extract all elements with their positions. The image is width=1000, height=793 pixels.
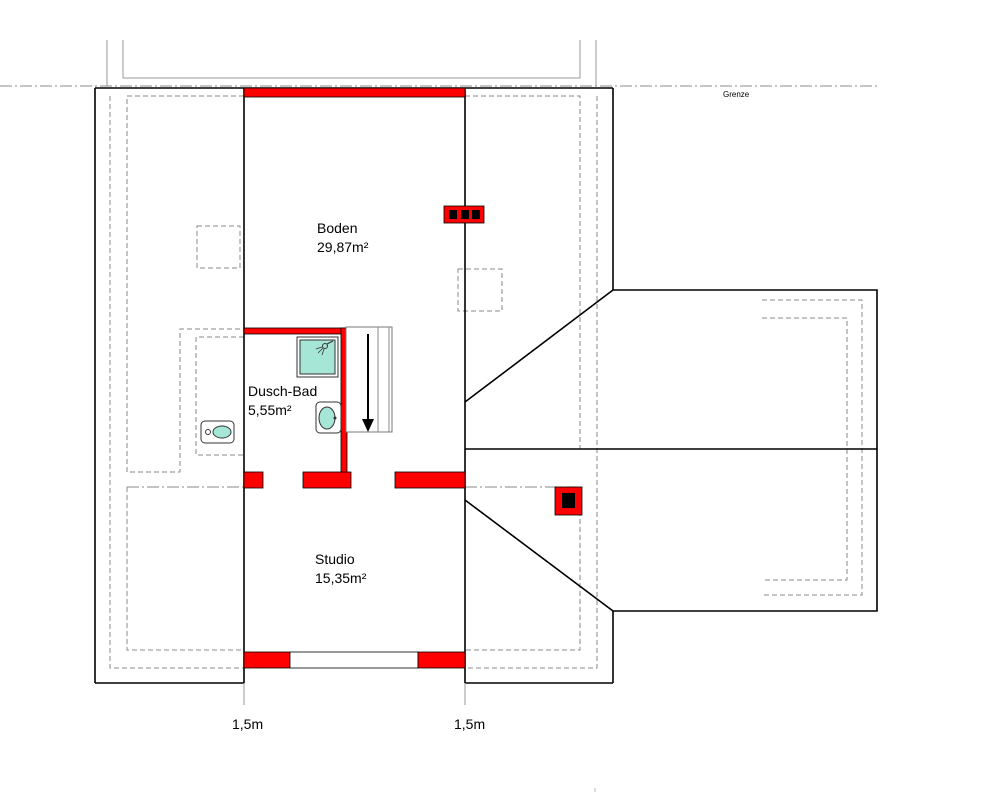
roof-valley-lower [464, 499, 614, 612]
bath-inner-dashed [195, 336, 244, 456]
toilet-flush [205, 429, 211, 435]
dimension-label-left: 1,5m [232, 716, 263, 732]
roof-hidden-lines [109, 95, 863, 669]
room-name-dusch-bad: Dusch-Bad [248, 383, 317, 399]
shower-spray-1 [317, 347, 324, 354]
gable-wall-bottom-right [417, 651, 466, 669]
roof-valley-upper [464, 289, 614, 403]
arrow-down-icon [362, 334, 374, 432]
right-outer-dashed [465, 96, 598, 669]
room-name-boden: Boden [317, 220, 357, 236]
skylight-left [196, 225, 241, 269]
gable-wall-bottom-left [243, 651, 291, 669]
staircase [345, 326, 393, 433]
gable-window [289, 651, 419, 669]
shower-head [322, 343, 328, 349]
shower-spray-2 [321, 348, 325, 356]
shower-tray-inner [299, 339, 336, 375]
wing-outer-dashed [762, 299, 863, 596]
room-area-studio: 15,35m² [315, 570, 367, 586]
sink-icon [315, 401, 342, 434]
chimney-icon [443, 205, 485, 224]
sink-tap [333, 416, 337, 420]
skylight-right [457, 268, 503, 312]
partition-wall-segment-1 [243, 471, 264, 489]
chimney-flue-2 [461, 210, 469, 219]
neighbor-building-outline [106, 40, 597, 86]
right-inner-lower-dashed [465, 487, 581, 651]
left-outer-dashed [109, 96, 244, 669]
arrow-head [362, 419, 374, 432]
left-inner-upper-dashed [126, 95, 244, 473]
chimney-icon [554, 486, 583, 516]
shower-icon [296, 336, 339, 378]
room-name-studio: Studio [315, 551, 355, 567]
chimney-flue-3 [472, 210, 480, 219]
dimension-label-right: 1,5m [454, 716, 485, 732]
shower-pipe [326, 340, 334, 345]
gable-wall-top [243, 87, 466, 98]
partition-wall-segment-2 [302, 471, 352, 489]
sink-basin [318, 406, 336, 430]
toilet-bowl [212, 425, 232, 439]
chimney-flue-1 [449, 210, 457, 219]
chimney-flue [562, 493, 575, 508]
partition-wall-segment-3 [394, 471, 466, 489]
building-outline [94, 87, 878, 684]
shower-spray-3 [315, 346, 323, 350]
masonry-walls [243, 87, 466, 669]
toilet-icon [200, 420, 235, 444]
right-inner-upper-dashed [465, 95, 581, 449]
left-inner-lower-dashed [126, 487, 244, 651]
room-area-dusch-bad: 5,55m² [248, 402, 292, 418]
boundary-label: Grenze [723, 90, 750, 99]
neighbor-inner-outline [122, 40, 581, 79]
bath-wall-horizontal [243, 327, 347, 335]
room-area-boden: 29,87m² [317, 239, 369, 255]
wing-outline [613, 289, 878, 612]
